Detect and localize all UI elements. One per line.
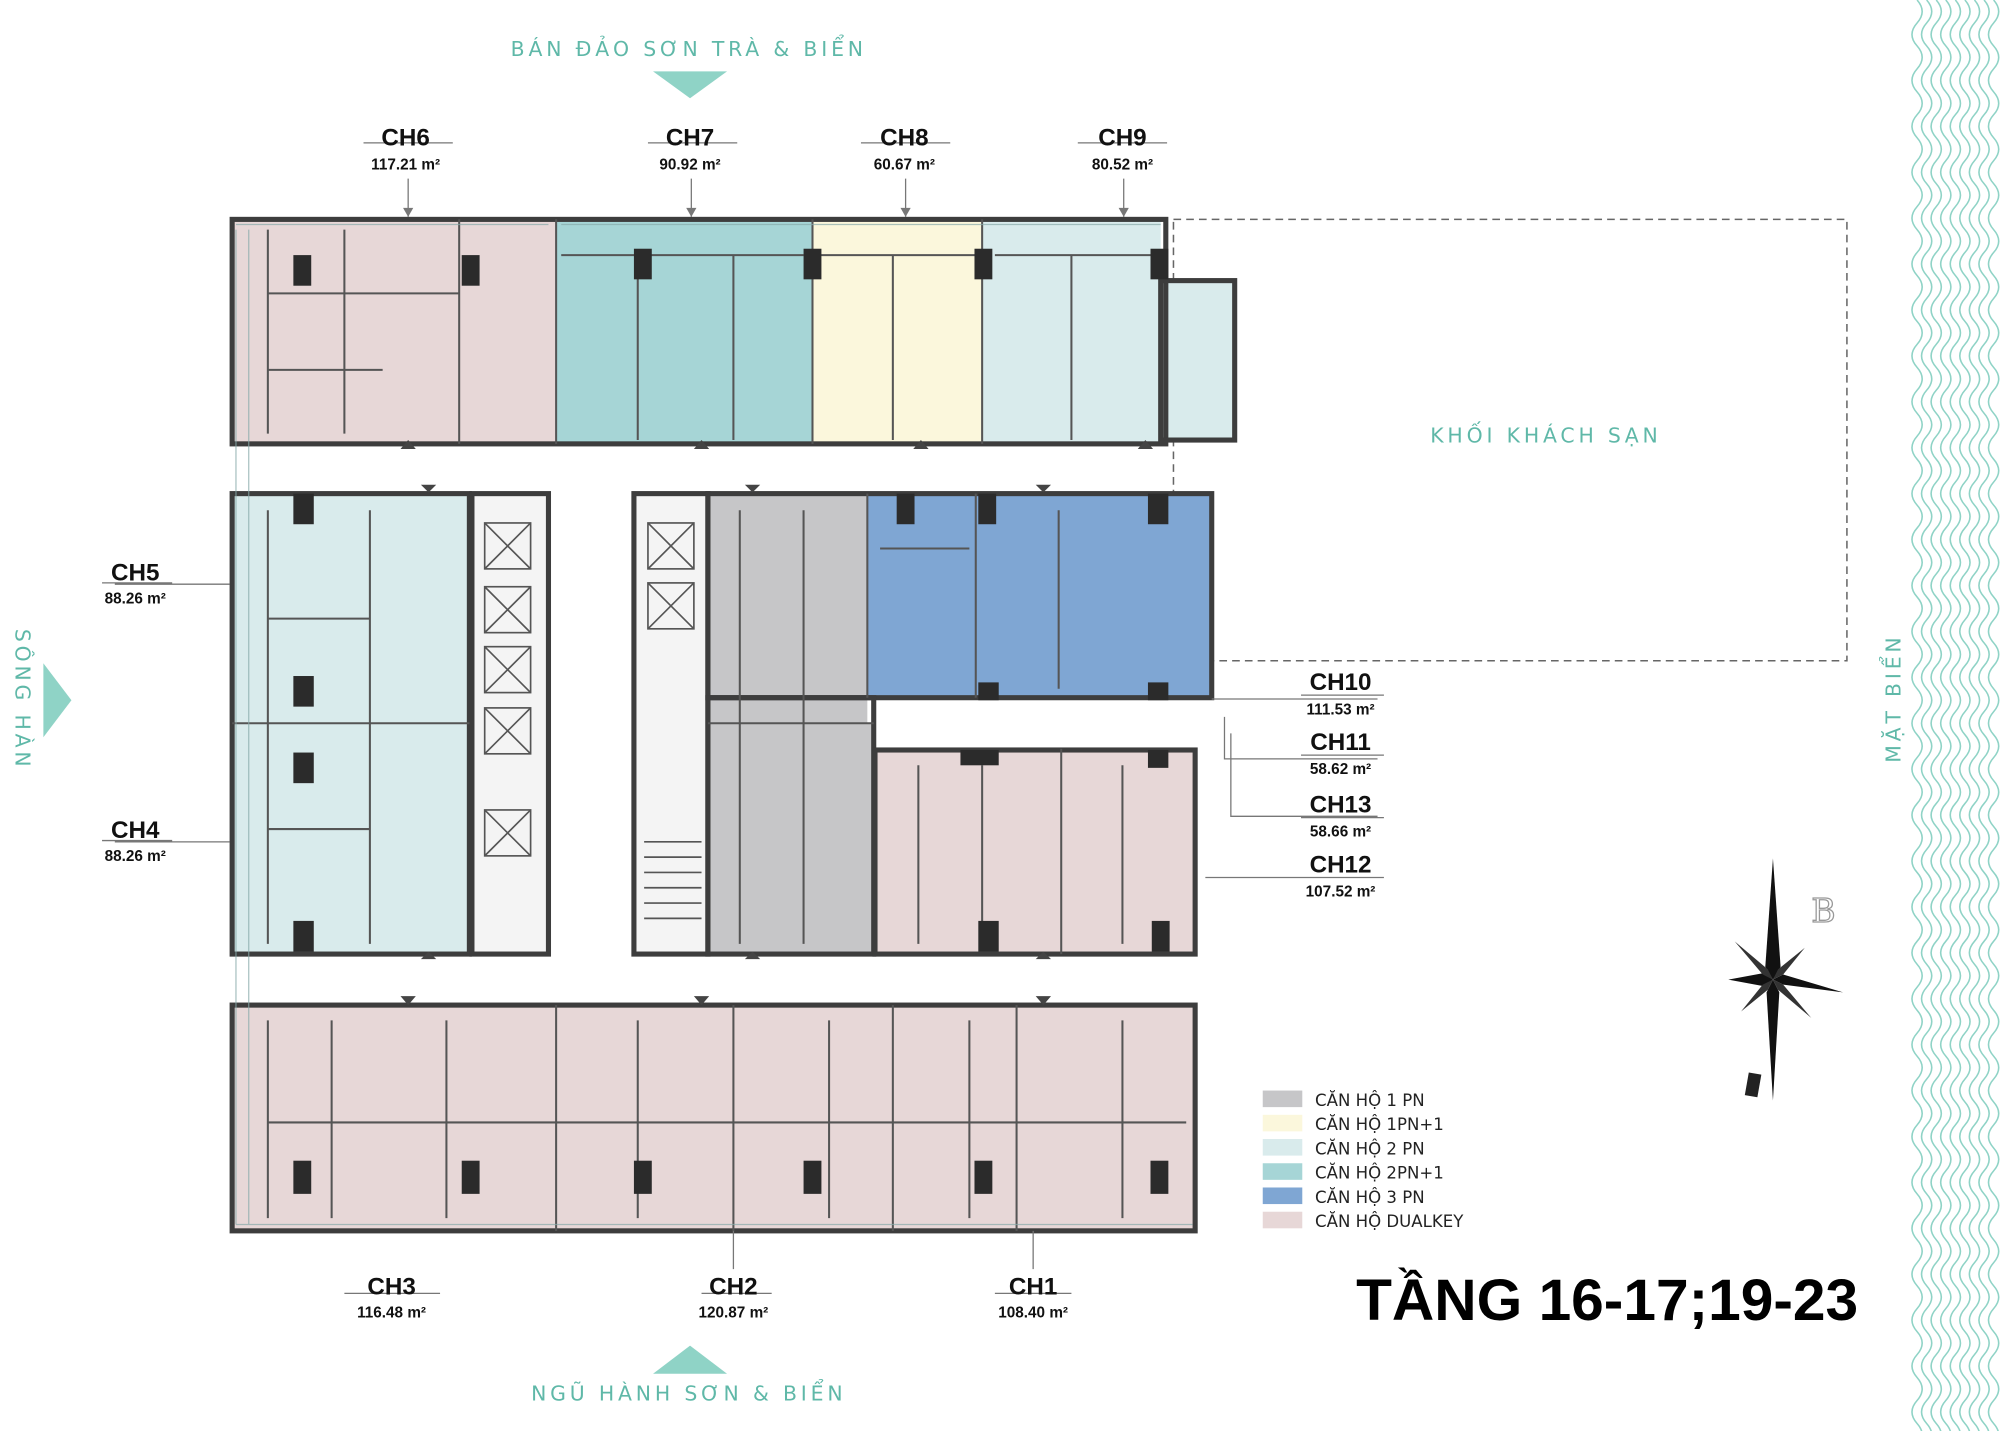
- unit-ch1-ch3-row[interactable]: [232, 1005, 1196, 1231]
- svg-text:CĂN HỘ 1 PN: CĂN HỘ 1 PN: [1315, 1091, 1425, 1110]
- leader-lines: [102, 142, 1384, 1294]
- svg-text:116.48 m²: 116.48 m²: [357, 1305, 426, 1322]
- legend-swatch-3pn: [1262, 1187, 1303, 1205]
- svg-text:CH8: CH8: [880, 124, 928, 151]
- svg-text:120.87 m²: 120.87 m²: [699, 1305, 769, 1322]
- svg-text:CH2: CH2: [709, 1274, 757, 1301]
- label-ch5: CH5 88.26 m²: [105, 559, 166, 607]
- direction-bottom: NGŨ HÀNH SƠN & BIỂN: [531, 1378, 846, 1405]
- label-ch13: CH13 58.66 m²: [1310, 791, 1372, 840]
- svg-text:58.62 m²: 58.62 m²: [1310, 761, 1371, 778]
- unit-ch12[interactable]: [874, 749, 1196, 955]
- svg-text:CĂN HỘ DUALKEY: CĂN HỘ DUALKEY: [1315, 1212, 1464, 1231]
- svg-text:CH7: CH7: [666, 124, 714, 151]
- svg-text:CĂN HỘ 3 PN: CĂN HỘ 3 PN: [1315, 1188, 1425, 1207]
- unit-ch8[interactable]: [812, 219, 983, 444]
- hotel-block-label: KHỐI KHÁCH SẠN: [1430, 420, 1661, 448]
- label-ch10: CH10 111.53 m²: [1307, 669, 1375, 718]
- wave-line: [1939, 0, 1952, 1431]
- unit-ch13[interactable]: [707, 723, 874, 955]
- label-ch6: CH6 117.21 m²: [371, 124, 440, 173]
- svg-text:CH6: CH6: [381, 124, 429, 151]
- legend-swatch-1pn1: [1262, 1114, 1303, 1132]
- wave-line: [1930, 0, 1943, 1431]
- svg-text:CH13: CH13: [1310, 791, 1372, 818]
- svg-text:CH4: CH4: [111, 817, 160, 844]
- label-ch7: CH7 90.92 m²: [659, 124, 720, 173]
- svg-text:CĂN HỘ 2PN+1: CĂN HỘ 2PN+1: [1315, 1164, 1444, 1183]
- label-ch8: CH8 60.67 m²: [874, 124, 935, 173]
- svg-text:CH3: CH3: [367, 1274, 415, 1301]
- svg-text:111.53 m²: 111.53 m²: [1307, 701, 1375, 718]
- compass-icon: B: [1728, 858, 1844, 1101]
- legend-swatch-dualkey: [1262, 1211, 1303, 1229]
- svg-text:58.66 m²: 58.66 m²: [1310, 824, 1371, 841]
- svg-text:CH1: CH1: [1009, 1274, 1057, 1301]
- unit-ch6[interactable]: [232, 219, 557, 444]
- svg-text:88.26 m²: 88.26 m²: [105, 590, 166, 607]
- svg-text:CH5: CH5: [111, 559, 159, 586]
- legend-swatch-1pn: [1262, 1090, 1303, 1108]
- svg-text:CH10: CH10: [1310, 669, 1372, 696]
- unit-ch4[interactable]: [232, 723, 470, 955]
- label-ch2: CH2 120.87 m²: [699, 1274, 769, 1322]
- unit-ch7[interactable]: [556, 219, 813, 444]
- elevator-core-left: [471, 493, 549, 955]
- walls: [229, 216, 1238, 1234]
- unit-ch5[interactable]: [232, 493, 470, 724]
- label-ch11: CH11 58.62 m²: [1310, 729, 1371, 778]
- svg-text:90.92 m²: 90.92 m²: [659, 157, 720, 174]
- svg-text:CĂN HỘ 1PN+1: CĂN HỘ 1PN+1: [1315, 1115, 1444, 1134]
- unit-ch10[interactable]: [867, 493, 1212, 698]
- wave-line: [1959, 0, 1971, 1431]
- wave-line: [1987, 0, 2000, 1431]
- svg-text:CĂN HỘ 2 PN: CĂN HỘ 2 PN: [1315, 1139, 1425, 1158]
- wave-line: [1920, 0, 1933, 1431]
- wave-line: [1911, 0, 1923, 1431]
- svg-text:107.52 m²: 107.52 m²: [1306, 884, 1376, 901]
- unit-ch11[interactable]: [707, 493, 868, 724]
- svg-text:108.40 m²: 108.40 m²: [998, 1305, 1068, 1322]
- label-ch3: CH3 116.48 m²: [357, 1274, 426, 1322]
- unit-labels: CH6 117.21 m² CH7 90.92 m² CH8 60.67 m² CH9…: [105, 124, 1376, 1321]
- direction-top: BÁN ĐẢO SƠN TRÀ & BIỂN: [511, 34, 867, 61]
- direction-bottom-arrow-icon: [653, 1345, 728, 1374]
- svg-text:CH12: CH12: [1310, 851, 1372, 878]
- svg-text:80.52 m²: 80.52 m²: [1092, 157, 1153, 174]
- direction-left: SÔNG HÀN: [10, 629, 35, 771]
- direction-right: MẶT BIỂN: [1878, 634, 1905, 763]
- direction-top-arrow-icon: [653, 71, 728, 99]
- wave-line: [1968, 0, 1981, 1431]
- label-ch1: CH1 108.40 m²: [998, 1274, 1068, 1322]
- svg-text:60.67 m²: 60.67 m²: [874, 157, 935, 174]
- svg-text:CH11: CH11: [1310, 729, 1371, 756]
- label-ch9: CH9 80.52 m²: [1092, 124, 1153, 173]
- svg-text:CH9: CH9: [1098, 124, 1146, 151]
- elevator-core-right: [633, 493, 708, 955]
- sea-waves: [1911, 0, 2000, 1431]
- wave-line: [1949, 0, 1962, 1431]
- direction-left-arrow-icon: [43, 663, 72, 738]
- legend: CĂN HỘ 1 PN CĂN HỘ 1PN+1 CĂN HỘ 2 PN CĂN…: [1262, 1090, 1464, 1231]
- label-ch4: CH4 88.26 m²: [105, 817, 166, 865]
- legend-swatch-2pn1: [1262, 1163, 1303, 1180]
- svg-text:117.21 m²: 117.21 m²: [371, 157, 440, 174]
- floor-title: TẦNG 16-17;19-23: [1356, 1267, 1858, 1333]
- legend-swatch-2pn: [1262, 1139, 1303, 1156]
- wave-line: [1978, 0, 1990, 1431]
- compass-letter: B: [1811, 891, 1835, 930]
- svg-text:88.26 m²: 88.26 m²: [105, 848, 166, 865]
- label-ch12: CH12 107.52 m²: [1306, 851, 1376, 900]
